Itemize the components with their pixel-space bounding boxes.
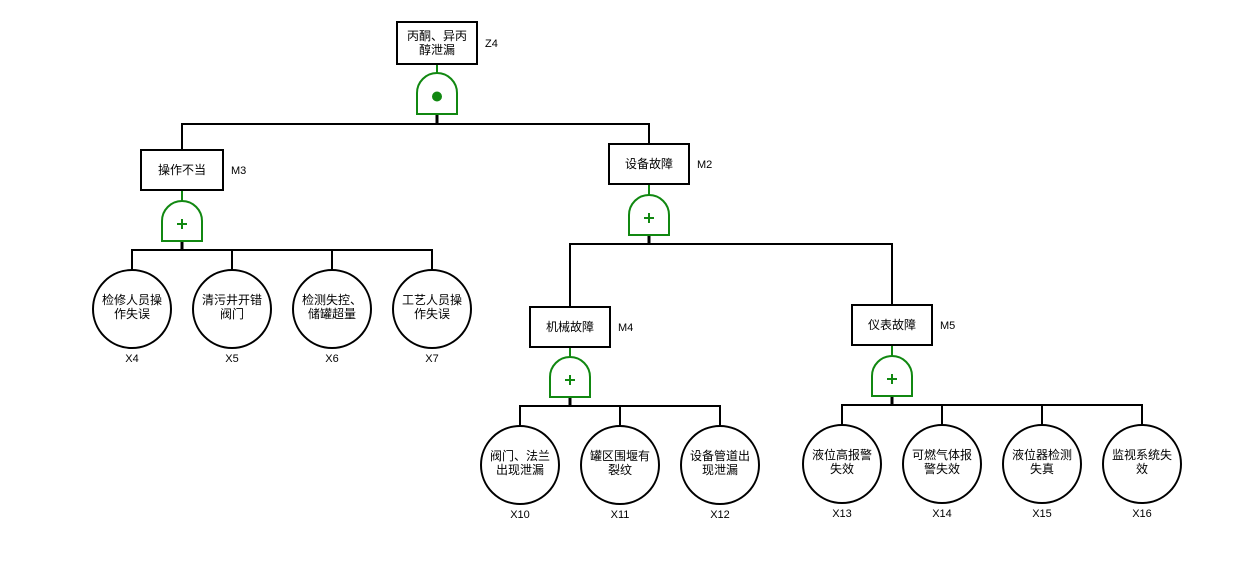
and-gate-icon [416, 72, 458, 115]
event-box[interactable] [851, 304, 933, 346]
basic-event-circle[interactable] [480, 425, 560, 505]
basic-event-label: 现泄漏 [702, 463, 738, 477]
or-gate-icon [161, 200, 203, 242]
basic-event-label: 检测失控、 [302, 292, 362, 307]
basic-event-circle[interactable] [392, 269, 472, 349]
basic-event-circle[interactable] [192, 269, 272, 349]
basic-event-label: 作失误 [114, 306, 150, 321]
basic-event-circle[interactable] [902, 424, 982, 504]
basic-event-id: X12 [710, 509, 730, 521]
event-id: M2 [697, 159, 712, 171]
or-gate-icon [549, 356, 591, 398]
basic-event-label: 失效 [830, 461, 854, 476]
basic-event-circle[interactable] [292, 269, 372, 349]
event-label: 仪表故障 [868, 317, 916, 332]
basic-event-label: 可燃气体报 [912, 447, 972, 462]
event-m2[interactable]: 设备故障 M2 [608, 143, 712, 185]
basic-event-label: 监视系统失 [1112, 447, 1172, 462]
or-gate-icon [628, 194, 670, 236]
event-box[interactable] [140, 149, 224, 191]
basic-event-circle[interactable] [802, 424, 882, 504]
basic-event-label: 作失误 [414, 306, 450, 321]
basic-event-x6[interactable]: 检测失控、储罐超量 X6 [292, 269, 372, 365]
event-id: M4 [618, 322, 633, 334]
event-m4[interactable]: 机械故障 M4 [529, 306, 633, 348]
event-m3[interactable]: 操作不当 M3 [140, 149, 246, 191]
basic-event-id: X7 [425, 353, 438, 365]
basic-event-label: 阀门 [220, 306, 244, 321]
event-label: 操作不当 [158, 162, 206, 177]
basic-event-id: X11 [611, 509, 630, 521]
basic-event-id: X15 [1032, 508, 1052, 520]
event-box[interactable] [396, 21, 478, 65]
basic-event-label: 液位器检测 [1012, 447, 1072, 462]
connector-lines [131, 114, 1143, 426]
basic-event-circle[interactable] [580, 425, 660, 505]
basic-event-label: 储罐超量 [308, 306, 356, 321]
event-box[interactable] [608, 143, 690, 185]
basic-event-label: 工艺人员操 [402, 292, 462, 307]
event-label: 丙酮、异丙 [407, 29, 467, 43]
basic-event-circle[interactable] [1102, 424, 1182, 504]
basic-event-label: 设备管道出 [690, 448, 750, 463]
event-m5[interactable]: 仪表故障 M5 [851, 304, 955, 346]
basic-event-id: X16 [1132, 508, 1152, 520]
basic-event-label: 裂纹 [608, 463, 632, 477]
basic-event-id: X10 [510, 509, 530, 521]
basic-event-id: X6 [325, 353, 338, 365]
basic-event-label: 液位高报警 [812, 447, 872, 462]
basic-event-label: 罐区围堰有 [590, 449, 650, 463]
event-id: M5 [940, 320, 955, 332]
basic-event-id: X4 [125, 353, 138, 365]
basic-event-label: 清污井开错 [202, 293, 262, 307]
basic-event-label: 阀门、法兰 [490, 448, 550, 463]
basic-event-label: 出现泄漏 [496, 463, 544, 477]
basic-event-label: 警失效 [924, 461, 960, 476]
event-id: M3 [231, 165, 246, 177]
basic-event-circle[interactable] [1002, 424, 1082, 504]
logic-gates [161, 64, 913, 398]
event-label: 设备故障 [625, 156, 673, 171]
basic-event-id: X5 [225, 353, 238, 365]
or-gate-icon [871, 355, 913, 397]
event-label: 醇泄漏 [419, 42, 455, 57]
basic-event-id: X13 [832, 508, 852, 520]
basic-event-label: 检修人员操 [102, 292, 162, 307]
event-box[interactable] [529, 306, 611, 348]
event-id: Z4 [485, 38, 498, 50]
basic-event-id: X14 [932, 508, 952, 520]
basic-event-circle[interactable] [680, 425, 760, 505]
basic-event-circle[interactable] [92, 269, 172, 349]
basic-event-label: 失真 [1030, 461, 1054, 476]
and-dot-icon [432, 91, 442, 102]
event-label: 机械故障 [546, 319, 594, 334]
basic-event-label: 效 [1136, 461, 1148, 476]
